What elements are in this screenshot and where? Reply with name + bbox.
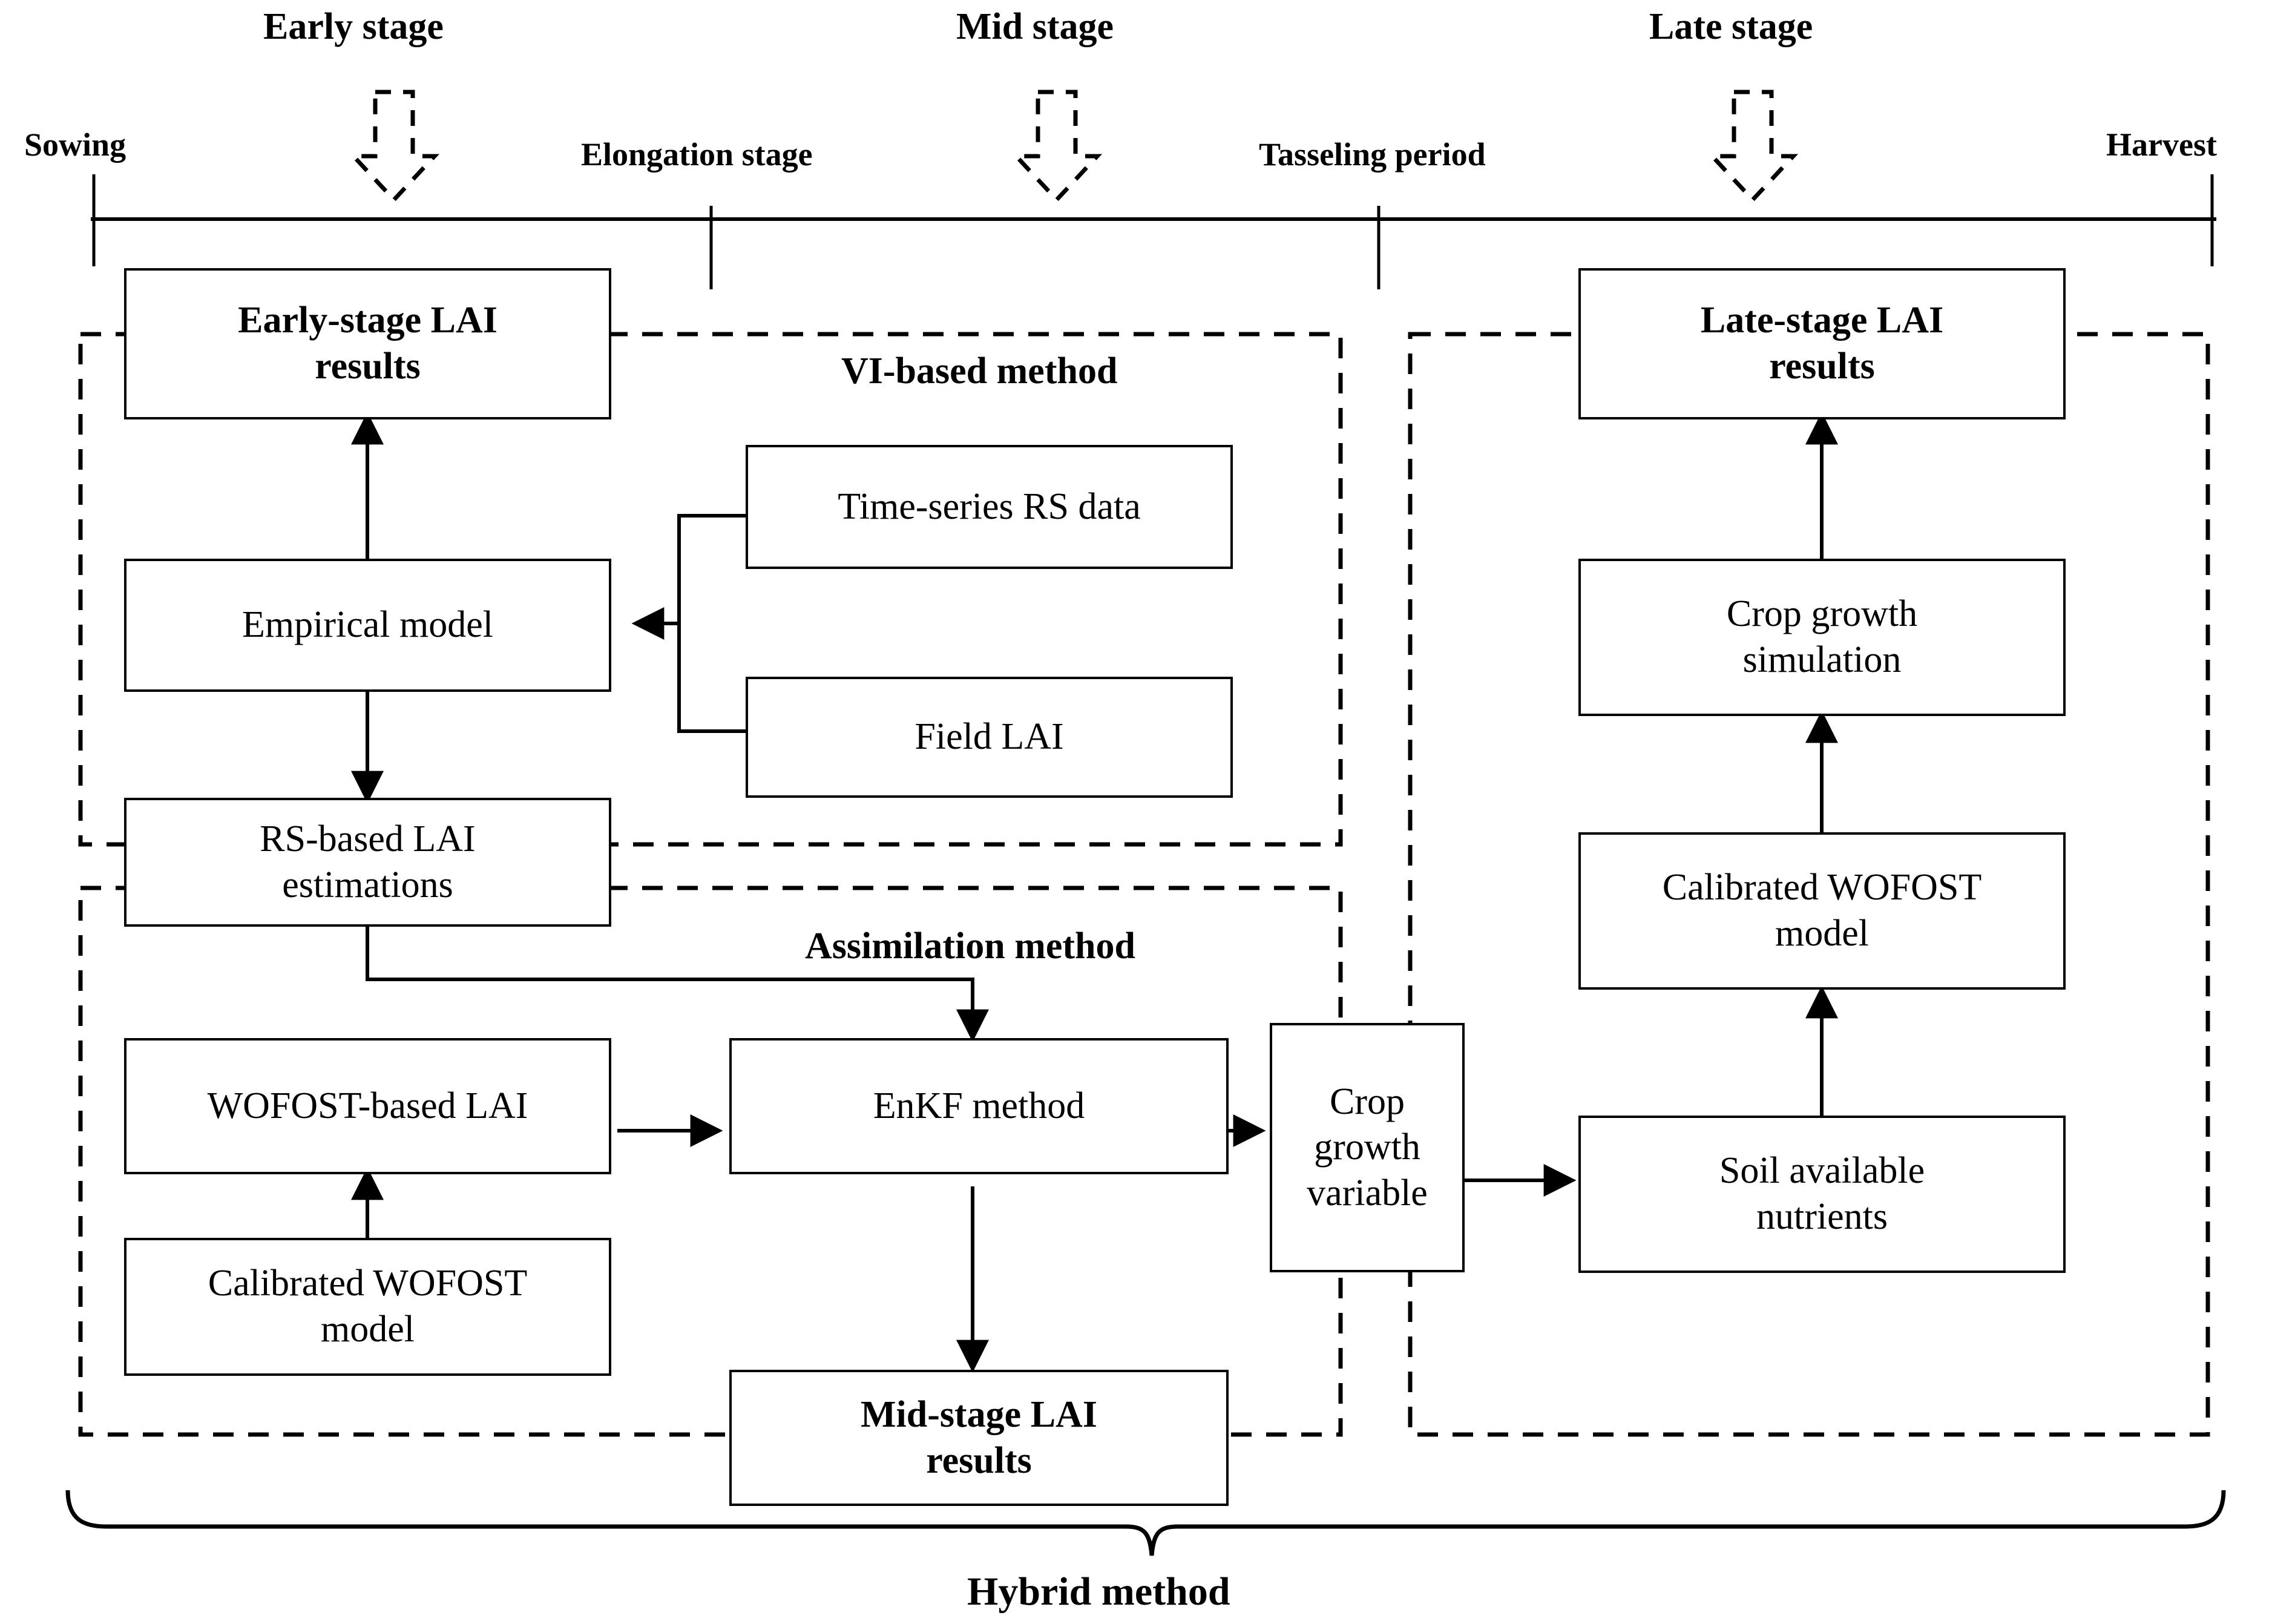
stage-pointer-arrows [348,90,1799,203]
box-time-series-rs-data[interactable]: Time-series RS data [746,445,1233,569]
region-label-assimilation-method: Assimilation method [805,925,1135,967]
box-enkf-method[interactable]: EnKF method [729,1038,1229,1174]
timeline-stage-label-mid: Mid stage [956,6,1114,47]
down-arrow-icon-late [1707,90,1799,203]
hybrid-method-label: Hybrid method [967,1570,1230,1614]
region-label-vi-based-method: VI-based method [841,350,1118,392]
box-wofost-based-lai[interactable]: WOFOST-based LAI [124,1038,611,1174]
hybrid-method-bracket [65,1490,2226,1556]
timeline-tick-label-elongation: Elongation stage [581,136,813,173]
down-arrow-icon-early [348,90,440,203]
timeline-stage-label-late: Late stage [1649,6,1813,47]
box-empirical-model[interactable]: Empirical model [124,559,611,692]
timeline-tick-label-sowing: Sowing [24,127,126,163]
timeline-axis [91,174,2216,289]
timeline-stage-label-early: Early stage [263,6,444,47]
down-arrow-icon-mid [1011,90,1103,203]
bus-rs-and-field-to-empirical [677,514,747,733]
timeline-tick-label-harvest: Harvest [2106,127,2217,163]
box-field-lai[interactable]: Field LAI [746,677,1233,798]
region-vi-based-method [78,332,1343,847]
region-assimilation-method [78,886,1343,1437]
timeline-tick-label-tasseling: Tasseling period [1259,136,1486,173]
